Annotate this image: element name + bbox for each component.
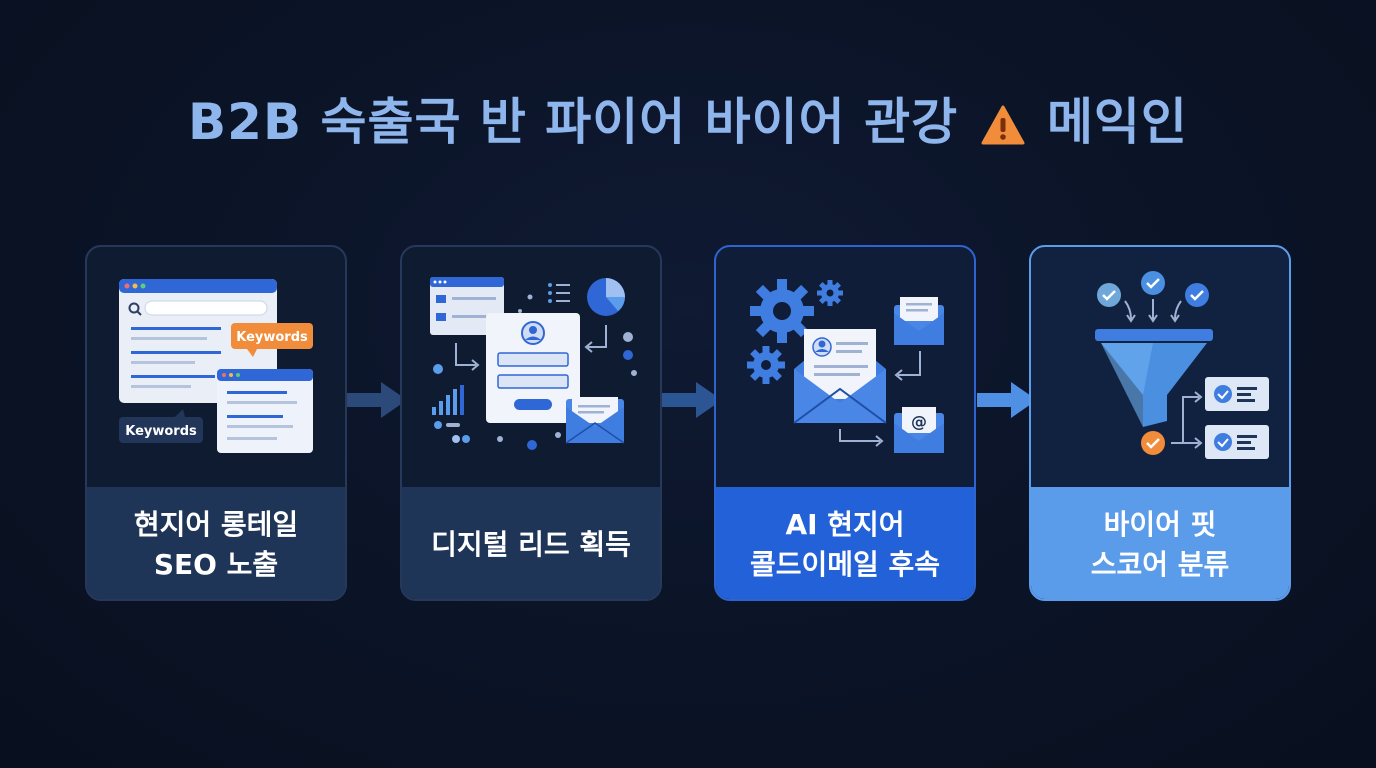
at-symbol: @	[911, 412, 927, 431]
bar-chart-icon	[432, 385, 464, 415]
lead-illustration	[402, 247, 660, 487]
step-label-line2: 스코어 분류	[1090, 548, 1230, 581]
step-card-cold-email: @ AI 현지어 콜드이메일 후속	[714, 245, 976, 601]
step-card-lead: 디지털 리드 획득	[400, 245, 662, 601]
envelope-open-icon	[793, 329, 887, 424]
step-label-line1: AI 현지어	[785, 508, 905, 541]
list-icon	[527, 283, 570, 303]
keyword-tag-orange: Keywords	[231, 323, 313, 357]
pie-chart-icon	[587, 278, 625, 316]
gear-icon	[750, 279, 814, 343]
step-label-line1: 현지어 롱테일	[133, 508, 299, 541]
step-card-seo: Keywords Keywords 현지어 롱테일 SEO 노출	[85, 245, 347, 601]
flow-arrow-1	[347, 380, 409, 420]
step-card-buyer-fit: 바이어 핏 스코어 분류	[1029, 245, 1291, 601]
flow-arrow-2	[662, 380, 724, 420]
step-label: 디지털 리드 획득	[402, 487, 660, 599]
flow-arrow-3	[977, 380, 1039, 420]
title-text-1: B2B 숙출국 반 파이어 바이어 관강	[188, 93, 959, 151]
seo-illustration: Keywords Keywords	[87, 247, 345, 487]
title-text-2: 메익인	[1046, 93, 1188, 151]
page-title: B2B 숙출국 반 파이어 바이어 관강 메익인	[0, 82, 1376, 154]
email-illustration: @	[716, 247, 974, 487]
form-icon	[486, 313, 580, 423]
check-icon	[1097, 271, 1209, 307]
funnel-icon	[1095, 329, 1213, 427]
step-label: 현지어 롱테일 SEO 노출	[87, 487, 345, 599]
envelope-icon	[565, 397, 625, 444]
step-label-line2: SEO 노출	[153, 548, 279, 581]
envelope-small-icon	[894, 297, 944, 345]
result-card-icon-2	[1205, 425, 1269, 459]
at-envelope-icon: @	[894, 407, 944, 453]
step-label: AI 현지어 콜드이메일 후속	[716, 487, 974, 599]
browser-window-icon	[217, 369, 313, 453]
keyword-tag-dark: Keywords	[119, 409, 203, 443]
warning-icon	[981, 105, 1025, 145]
step-label-line1: 디지털 리드 획득	[431, 528, 631, 561]
keyword-tag-label: Keywords	[236, 330, 308, 345]
gear-small-icon	[817, 280, 843, 306]
step-label-line1: 바이어 핏	[1103, 508, 1217, 541]
keyword-tag-label-2: Keywords	[125, 424, 197, 439]
check-orange-icon	[1141, 431, 1165, 455]
result-card-icon	[1205, 377, 1269, 411]
gear-medium-icon	[747, 346, 785, 384]
funnel-illustration	[1031, 247, 1289, 487]
step-label: 바이어 핏 스코어 분류	[1031, 487, 1289, 599]
step-label-line2: 콜드이메일 후속	[749, 548, 941, 581]
dashboard-window-icon	[430, 277, 504, 335]
